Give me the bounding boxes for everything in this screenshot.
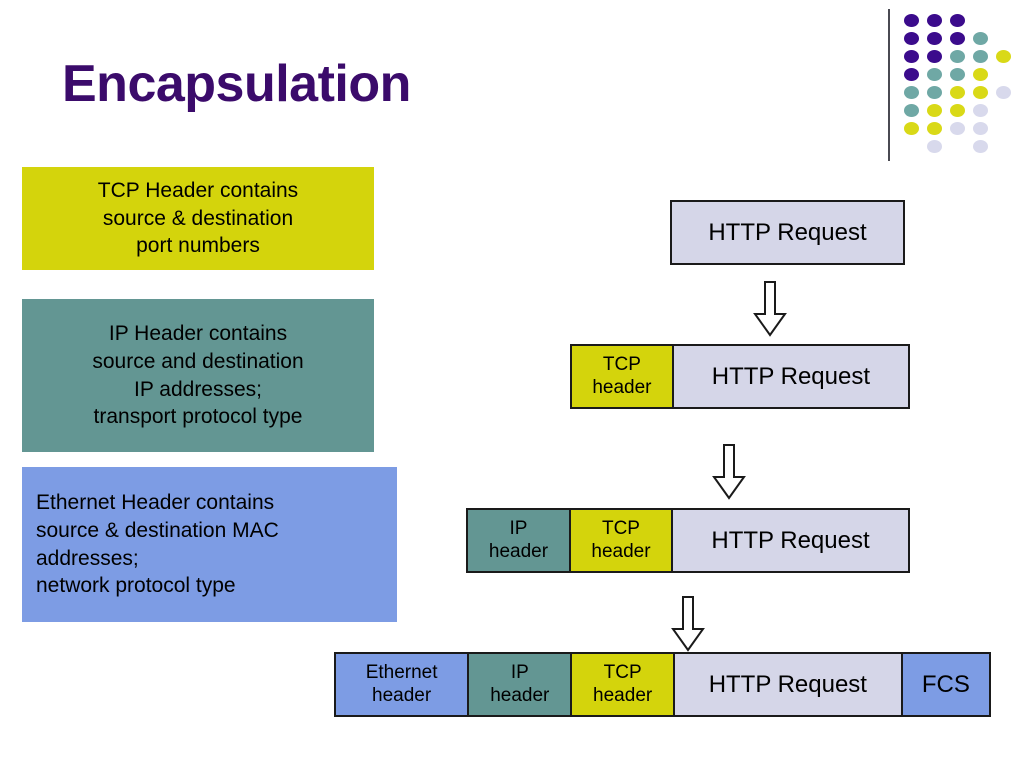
pdu-cell-line: header [592,376,652,398]
logo-dot [973,32,988,45]
pdu-row-application-layer: HTTP Request [670,200,905,265]
pdu-cell-fcs: FCS [902,654,989,715]
logo-dot [950,32,965,45]
note-tcp-header: TCP Header contains source & destination p… [22,167,374,270]
pdu-cell-line: HTTP Request [708,670,867,698]
logo-dot [996,86,1011,99]
pdu-cell-http-request: HTTP Request [673,346,908,407]
dot-grid-logo [880,6,1024,164]
note-line: source & destination [102,206,294,230]
logo-dot [904,14,919,27]
logo-dot [950,50,965,63]
note-line: addresses; [36,546,139,570]
note-line: network protocol type [36,574,236,598]
note-line: IP addresses; [133,377,263,401]
pdu-cell-line: TCP [601,518,640,540]
note-line: source & destination MAC [36,518,279,542]
logo-dot [904,86,919,99]
pdu-cell-line: Ethernet [365,662,438,684]
pdu-cell-line: header [490,684,550,706]
logo-dot [973,86,988,99]
logo-dot [904,32,919,45]
note-line: TCP Header contains [97,178,299,202]
pdu-cell-line: header [372,684,432,706]
pdu-cell-http-request: HTTP Request [672,202,903,263]
logo-dot [927,32,942,45]
logo-dot [950,86,965,99]
pdu-cell-line: HTTP Request [711,526,870,554]
logo-dot [996,50,1011,63]
logo-dot [904,122,919,135]
logo-dot [927,68,942,81]
pdu-cell-line: TCP [603,662,642,684]
pdu-cell-line: header [591,540,651,562]
page-title: Encapsulation [62,55,411,113]
logo-dot [973,122,988,135]
logo-dot [927,50,942,63]
logo-dot [973,140,988,153]
pdu-cell-line: TCP [602,354,641,376]
logo-dot [950,68,965,81]
logo-dot-grid [904,14,1020,160]
logo-dot [927,122,942,135]
pdu-cell-http-request: HTTP Request [673,510,908,571]
logo-dot [973,50,988,63]
pdu-cell-line: header [593,684,653,706]
pdu-cell-line: IP [510,662,529,684]
logo-dot [927,140,942,153]
note-line: Ethernet Header contains [36,490,275,514]
logo-dot [973,68,988,81]
down-arrow-icon [753,281,787,337]
down-arrow-icon [712,444,746,500]
logo-dot [927,104,942,117]
pdu-cell-line: HTTP Request [708,218,867,246]
logo-dot [927,86,942,99]
pdu-cell-line: FCS [921,670,970,698]
note-line: source and destination [92,349,304,373]
pdu-cell-line: IP [509,518,528,540]
logo-vertical-rule [888,9,890,161]
note-line: transport protocol type [93,405,303,429]
note-line: port numbers [136,234,260,258]
pdu-cell-line: HTTP Request [711,362,871,390]
pdu-cell-http-request: HTTP Request [674,654,903,715]
logo-dot [904,50,919,63]
note-line: IP Header contains [108,321,288,345]
note-ethernet-header: Ethernet Header contains source & destina… [22,467,397,622]
logo-dot [950,14,965,27]
logo-dot [950,104,965,117]
logo-dot [904,68,919,81]
pdu-cell-line: header [488,540,549,562]
down-arrow-icon [671,596,705,652]
logo-dot [973,104,988,117]
logo-dot [927,14,942,27]
logo-dot [950,122,965,135]
logo-dot [904,104,919,117]
note-ip-header: IP Header contains source and destination… [22,299,374,452]
